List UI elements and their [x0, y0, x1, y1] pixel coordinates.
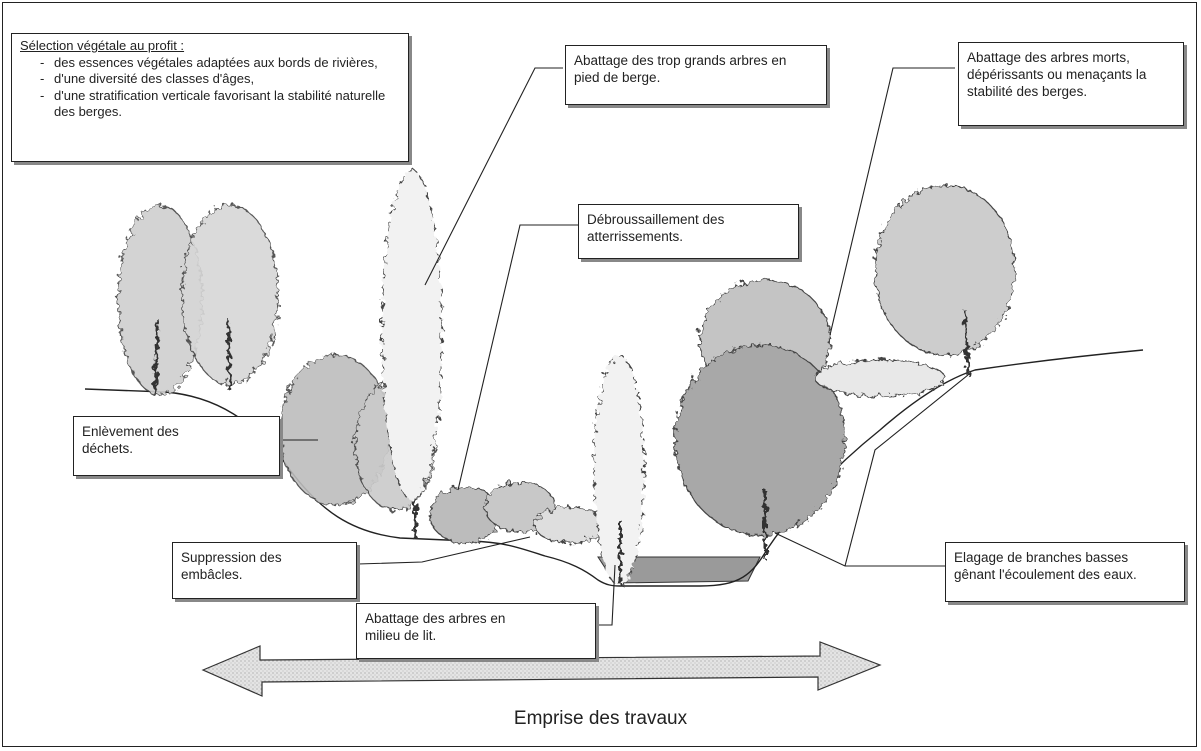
emprise-travaux-label: Emprise des travaux [513, 708, 688, 729]
label-line: atterrissements. [587, 229, 684, 244]
label-elagage-branches: Elagage de branches basses gênant l'écou… [945, 542, 1185, 602]
label-line: Elagage de branches basses [954, 550, 1129, 565]
label-line: embâcles. [181, 567, 243, 582]
label-line: Abattage des trop grands arbres en [574, 53, 787, 68]
tree-right-bank-large [674, 279, 846, 560]
label-abattage-milieu-lit: Abattage des arbres en milieu de lit. [356, 603, 596, 659]
label-suppression-embacles: Suppression des embâcles. [172, 542, 357, 599]
leader-debroussaillement [457, 224, 578, 491]
label-line: Abattage des arbres morts, [967, 50, 1130, 65]
tree-poplar-river [593, 354, 645, 586]
label-line: déchets. [82, 441, 134, 456]
leader-elagage [774, 532, 945, 567]
label-line: Débroussaillement des [587, 212, 725, 227]
vegetal-selection-box: Sélection végétale au profit : des essen… [11, 33, 409, 162]
leader-selection [408, 107, 411, 166]
leader-abattage-grands [424, 67, 563, 286]
double-arrow [201, 641, 882, 697]
label-enlevement-dechets: Enlèvement des déchets. [73, 416, 280, 476]
tree-right-hill [874, 184, 1016, 376]
label-line: pied de berge. [574, 70, 661, 85]
label-line: dépérissants ou menaçants la [967, 67, 1147, 82]
leader-milieu [597, 564, 616, 626]
label-debroussaillement: Débroussaillement des atterrissements. [578, 204, 799, 259]
label-line: stabilité des berges. [967, 84, 1088, 99]
vegetal-selection-list: des essences végétales adaptées aux bord… [20, 55, 400, 121]
hedge-right-slope [814, 359, 946, 397]
label-abattage-arbres-morts: Abattage des arbres morts, dépérissants … [958, 42, 1184, 126]
list-item: d'une diversité des classes d'âges, [40, 71, 400, 88]
vegetal-selection-title: Sélection végétale au profit : [20, 38, 185, 53]
leader-abattage-morts [829, 67, 955, 336]
tree-poplar-tall [381, 169, 443, 540]
shrubs-bank [429, 481, 606, 544]
label-line: Abattage des arbres en [365, 611, 506, 626]
list-item: d'une stratification verticale favorisan… [40, 88, 400, 121]
label-line: Suppression des [181, 550, 282, 565]
label-line: gênant l'écoulement des eaux. [954, 567, 1137, 582]
leader-lines [281, 67, 969, 626]
list-item: des essences végétales adaptées aux bord… [40, 55, 400, 72]
tree-left-bank [117, 204, 279, 396]
label-line: milieu de lit. [365, 628, 437, 643]
leader-suppression [357, 536, 531, 565]
label-line: Enlèvement des [82, 424, 179, 439]
label-abattage-grands-arbres: Abattage des trop grands arbres en pied … [565, 45, 827, 105]
leader-elagage-2 [844, 374, 969, 567]
trees [117, 169, 1016, 586]
